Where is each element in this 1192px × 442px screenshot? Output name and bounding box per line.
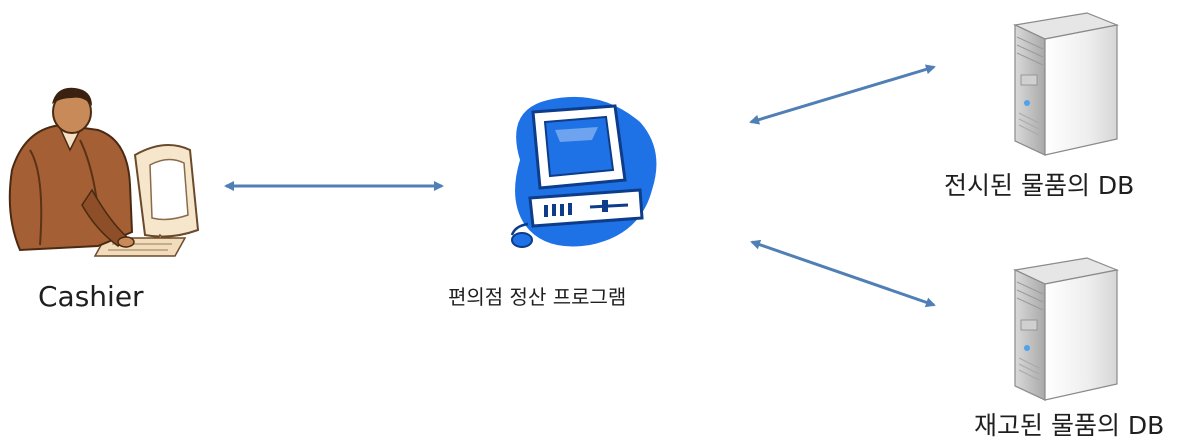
program-label: 편의점 정산 프로그램 bbox=[448, 285, 627, 309]
server-icon-display bbox=[1012, 12, 1120, 156]
cashier-person-icon bbox=[8, 87, 200, 257]
arrow-program-db-stock bbox=[750, 239, 936, 308]
computer-icon bbox=[510, 96, 657, 248]
db-stock-label: 재고된 물품의 DB bbox=[974, 411, 1165, 440]
arrow-program-db-display bbox=[749, 64, 936, 125]
db-display-label: 전시된 물품의 DB bbox=[944, 171, 1135, 200]
server-icon-stock bbox=[1012, 257, 1120, 401]
cashier-label: Cashier bbox=[38, 280, 144, 313]
